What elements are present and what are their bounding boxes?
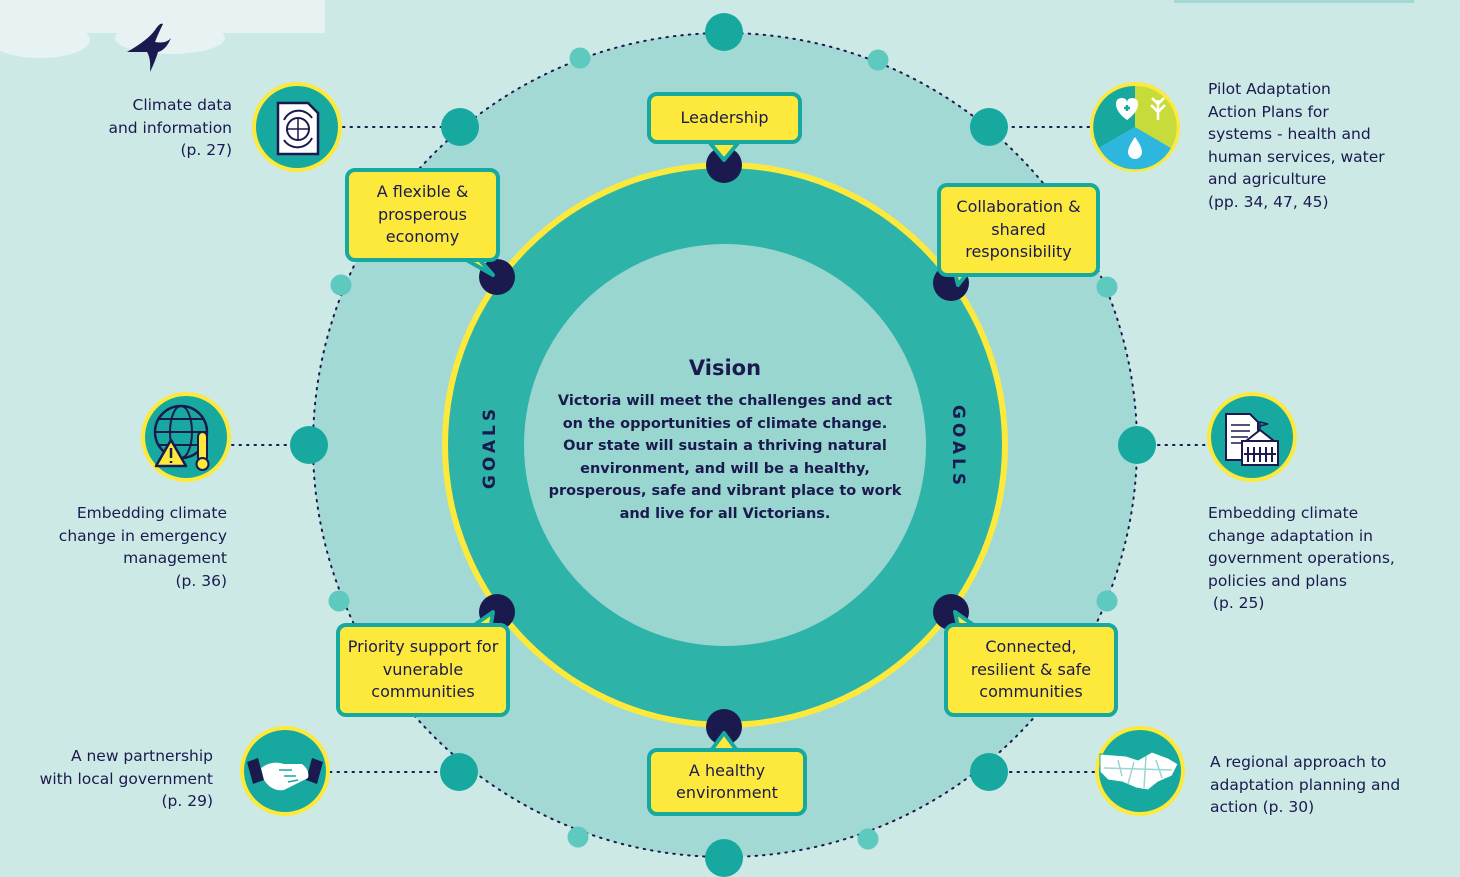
initiative-gov-line: policies and plans	[1208, 571, 1347, 590]
initiative-partnership-line: with local government	[39, 769, 213, 788]
initiative-climate-data-line: Climate data	[132, 96, 233, 114]
goal-leadership: Leadership	[647, 92, 802, 144]
initiative-climate-data-line: and information	[108, 118, 232, 137]
goals-label-left: GOALS	[480, 404, 500, 490]
vision-disc	[524, 244, 926, 646]
bird-icon	[127, 23, 171, 73]
outer-ring-small-dots	[328, 47, 1118, 850]
initiative-emergency-line: management	[123, 549, 227, 567]
initiative-partnership-page: (p. 29)	[161, 792, 213, 810]
goal-connected-resilient-safe-communities: Connected, resilient & safe communities	[944, 623, 1118, 717]
initiative-regional-line: A regional approach to	[1210, 753, 1387, 771]
goal-collaboration-shared-responsibility: Collaboration & shared responsibility	[937, 183, 1100, 277]
goal-priority-support-vulnerable-communities: Priority support for vunerable communiti…	[336, 623, 510, 717]
document-building-icon	[1207, 392, 1297, 482]
initiative-government-operations: Embedding climate change adaptation in g…	[1208, 502, 1395, 615]
initiative-regional-line: adaptation planning and	[1210, 775, 1401, 794]
initiative-emergency-management: Embedding climate change in emergency ma…	[59, 502, 227, 592]
initiative-pilot-line: and agriculture	[1208, 170, 1327, 188]
initiative-partnership-line: A new partnership	[70, 747, 213, 765]
initiative-regional-approach: A regional approach to adaptation planni…	[1210, 751, 1400, 819]
initiative-pilot-line: systems - health and	[1208, 125, 1371, 143]
initiative-emergency-line: change in emergency	[58, 526, 227, 545]
victoria-map-icon	[1095, 726, 1185, 816]
goals-label-right: GOALS	[948, 404, 968, 490]
initiative-pilot-line: human services, water	[1208, 147, 1385, 166]
initiative-emergency-page: (p. 36)	[175, 571, 227, 590]
initiative-emergency-line: Embedding climate	[76, 504, 227, 522]
globe-warning-thermometer-icon	[141, 392, 231, 482]
health-water-agriculture-icon	[1090, 82, 1180, 172]
document-globe-icon	[252, 82, 342, 172]
initiative-gov-line: change adaptation in	[1208, 526, 1373, 545]
goal-flexible-prosperous-economy: A flexible & prosperous economy	[345, 168, 500, 262]
vision-title: Vision	[688, 356, 762, 380]
initiative-gov-line: government operations,	[1208, 549, 1395, 567]
connector-lines	[231, 126, 1211, 773]
initiative-pilot-line: Action Plans for	[1208, 102, 1329, 121]
initiative-gov-page: (p. 25)	[1208, 594, 1265, 612]
initiative-pilot-page: (pp. 34, 47, 45)	[1208, 192, 1329, 211]
initiative-pilot-adaptation-plans: Pilot Adaptation Action Plans for system…	[1208, 78, 1385, 213]
goal-healthy-environment: A healthy environment	[647, 748, 807, 816]
vision-statement: Victoria will meet the challenges and ac…	[548, 393, 902, 522]
cloud-decoration	[0, 0, 325, 58]
initiative-climate-data: Climate data and information (p. 27)	[108, 94, 232, 162]
outer-ring-large-dots	[290, 13, 1156, 877]
initiative-regional-page: action (p. 30)	[1210, 798, 1315, 816]
top-right-bar	[1174, 0, 1414, 3]
initiative-pilot-line: Pilot Adaptation	[1208, 80, 1331, 98]
initiative-climate-data-page: (p. 27)	[180, 141, 232, 159]
handshake-icon	[240, 726, 330, 816]
initiative-local-government-partnership: A new partnership with local government …	[40, 745, 213, 813]
initiative-gov-line: Embedding climate	[1208, 504, 1359, 522]
